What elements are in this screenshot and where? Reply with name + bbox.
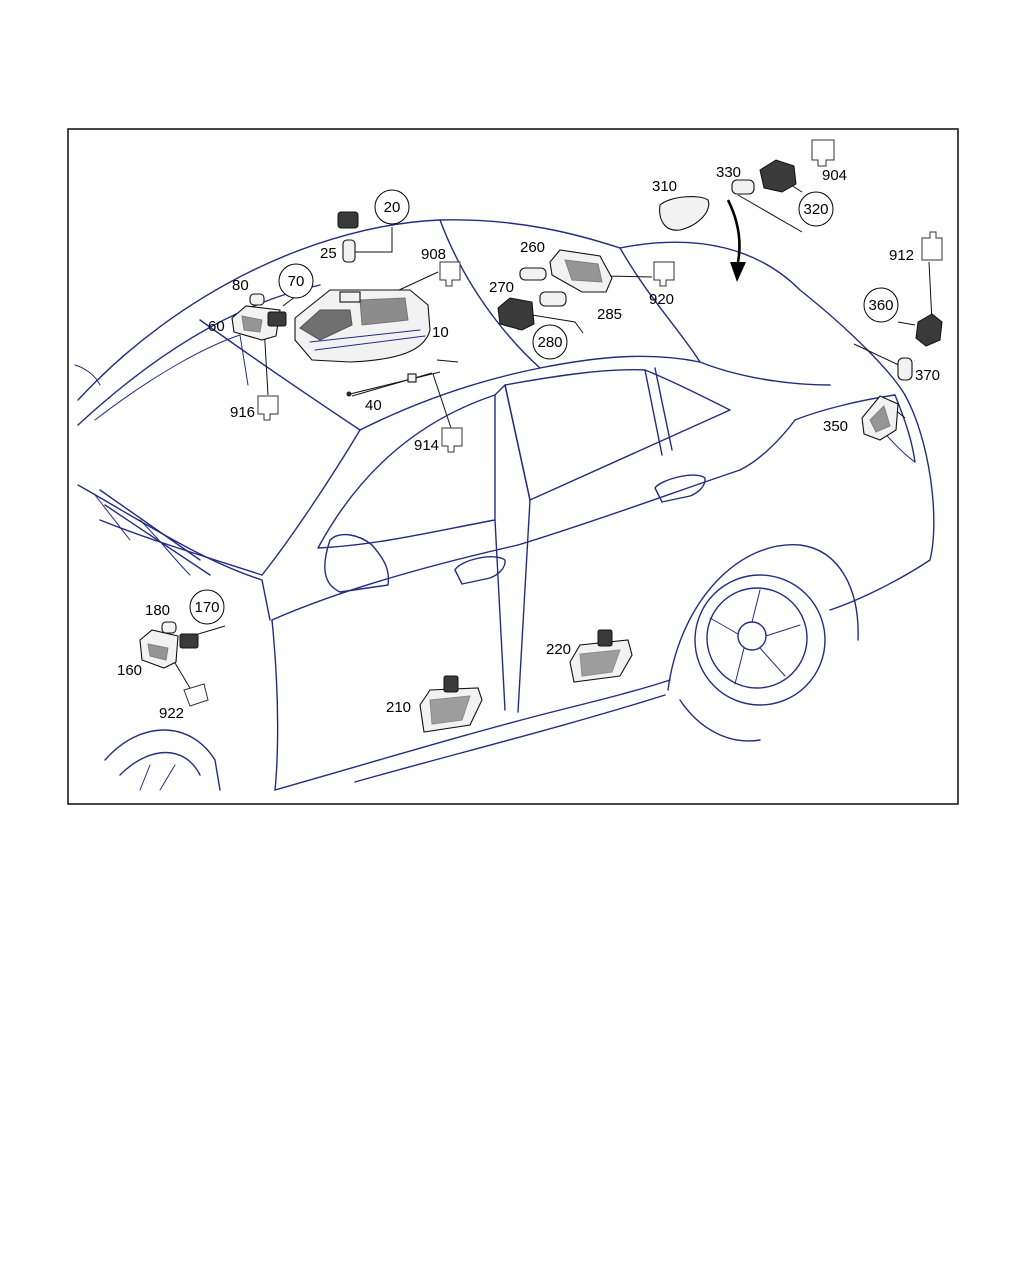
callout-360[interactable]: 360 — [863, 287, 899, 323]
rear-interior-lamp-260 — [549, 249, 613, 293]
bulb-80 — [249, 293, 265, 306]
label-60[interactable]: 60 — [208, 318, 225, 335]
callout-70[interactable]: 70 — [278, 263, 314, 299]
label-350[interactable]: 350 — [823, 418, 848, 435]
callout-320-label: 320 — [803, 201, 828, 218]
label-908[interactable]: 908 — [421, 246, 446, 263]
bulb-270 — [519, 267, 547, 281]
label-210[interactable]: 210 — [386, 699, 411, 716]
label-220[interactable]: 220 — [546, 641, 571, 658]
trunk-lamp-350 — [861, 395, 899, 441]
socket-280 — [497, 297, 535, 331]
label-914[interactable]: 914 — [414, 437, 439, 454]
socket-170 — [179, 633, 199, 649]
label-10[interactable]: 10 — [432, 324, 449, 341]
connector-920 — [653, 261, 675, 287]
connector-904 — [811, 139, 835, 167]
label-285[interactable]: 285 — [597, 306, 622, 323]
car-body-outline — [74, 219, 935, 791]
bulb-370 — [897, 357, 913, 381]
label-40[interactable]: 40 — [365, 397, 382, 414]
connector-922 — [183, 683, 209, 707]
label-80[interactable]: 80 — [232, 277, 249, 294]
connector-916 — [257, 395, 279, 421]
overhead-control-panel-10 — [294, 289, 431, 363]
connector-908 — [439, 261, 461, 287]
label-330[interactable]: 330 — [716, 164, 741, 181]
label-916[interactable]: 916 — [230, 404, 255, 421]
label-310[interactable]: 310 — [652, 178, 677, 195]
entrance-lamp-220 — [569, 629, 633, 683]
socket-360 — [915, 313, 943, 347]
bulb-285 — [539, 291, 567, 307]
connector-912 — [921, 231, 943, 261]
label-922[interactable]: 922 — [159, 705, 184, 722]
bulb-180 — [161, 621, 177, 634]
callout-20[interactable]: 20 — [374, 189, 410, 225]
lamp-lens-310 — [659, 196, 710, 231]
label-904[interactable]: 904 — [822, 167, 847, 184]
socket-320 — [759, 159, 797, 193]
diagram-frame — [67, 128, 959, 805]
callout-170[interactable]: 170 — [189, 589, 225, 625]
label-260[interactable]: 260 — [520, 239, 545, 256]
direction-arrow — [726, 199, 746, 282]
callout-20-label: 20 — [384, 199, 401, 216]
part-number-labels: 25 80 60 916 908 10 40 914 260 270 285 9… — [117, 164, 940, 722]
callout-280[interactable]: 280 — [532, 324, 568, 360]
label-25[interactable]: 25 — [320, 245, 337, 262]
lamp-housing-160 — [139, 629, 179, 669]
callout-360-label: 360 — [868, 297, 893, 314]
label-370[interactable]: 370 — [915, 367, 940, 384]
bulb-holder-20 — [337, 211, 359, 229]
label-160[interactable]: 160 — [117, 662, 142, 679]
connector-914 — [441, 427, 463, 453]
callout-280-label: 280 — [537, 334, 562, 351]
entrance-lamp-210 — [419, 675, 483, 733]
callout-170-label: 170 — [194, 599, 219, 616]
cable-40 — [346, 371, 441, 397]
bulb-25 — [342, 239, 356, 263]
label-920[interactable]: 920 — [649, 291, 674, 308]
socket-70 — [267, 311, 287, 327]
label-912[interactable]: 912 — [889, 247, 914, 264]
callout-320[interactable]: 320 — [798, 191, 834, 227]
label-270[interactable]: 270 — [489, 279, 514, 296]
label-180[interactable]: 180 — [145, 602, 170, 619]
callout-70-label: 70 — [288, 273, 305, 290]
bulb-330 — [731, 179, 755, 195]
